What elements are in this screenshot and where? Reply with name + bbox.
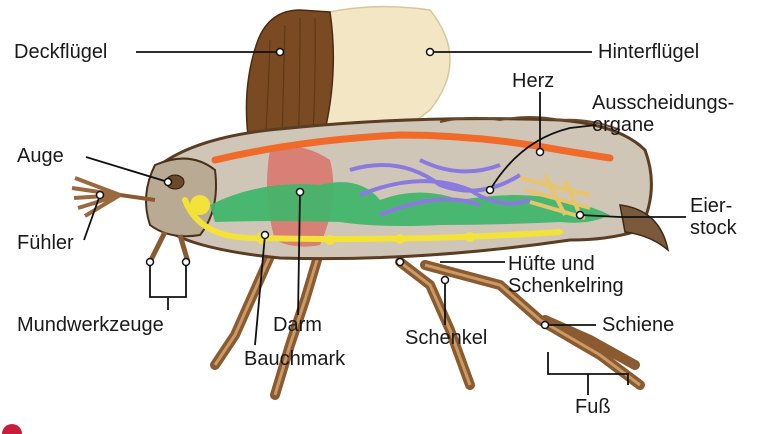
label-bauchmark: Bauchmark	[244, 348, 345, 370]
label-eierstock-line1: Eier-	[690, 195, 737, 217]
label-schenkel: Schenkel	[405, 327, 487, 349]
label-huefte-schenkelring: Hüfte und Schenkelring	[508, 253, 624, 297]
label-fuehler: Fühler	[17, 232, 74, 254]
label-ausscheidungsorgane: Ausscheidungs- organe	[592, 92, 734, 136]
label-schiene: Schiene	[602, 314, 674, 336]
mouthparts	[150, 232, 188, 262]
antenna	[72, 178, 155, 216]
label-mundwerkzeuge: Mundwerkzeuge	[17, 314, 164, 336]
label-darm: Darm	[273, 314, 322, 336]
label-herz: Herz	[512, 70, 554, 92]
label-eierstock-line2: stock	[690, 217, 737, 239]
corner-marker	[2, 424, 22, 434]
label-hinterfluegel: Hinterflügel	[598, 41, 699, 63]
label-ausscheidungsorgane-line1: Ausscheidungs-	[592, 92, 734, 114]
label-ausscheidungsorgane-line2: organe	[592, 114, 734, 136]
label-fuss: Fuß	[575, 396, 611, 418]
label-eierstock: Eier- stock	[690, 195, 737, 239]
label-auge: Auge	[17, 145, 64, 167]
label-huefte-line1: Hüfte und	[508, 253, 624, 275]
label-deckfluegel: Deckflügel	[14, 41, 107, 63]
label-huefte-line2: Schenkelring	[508, 275, 624, 297]
